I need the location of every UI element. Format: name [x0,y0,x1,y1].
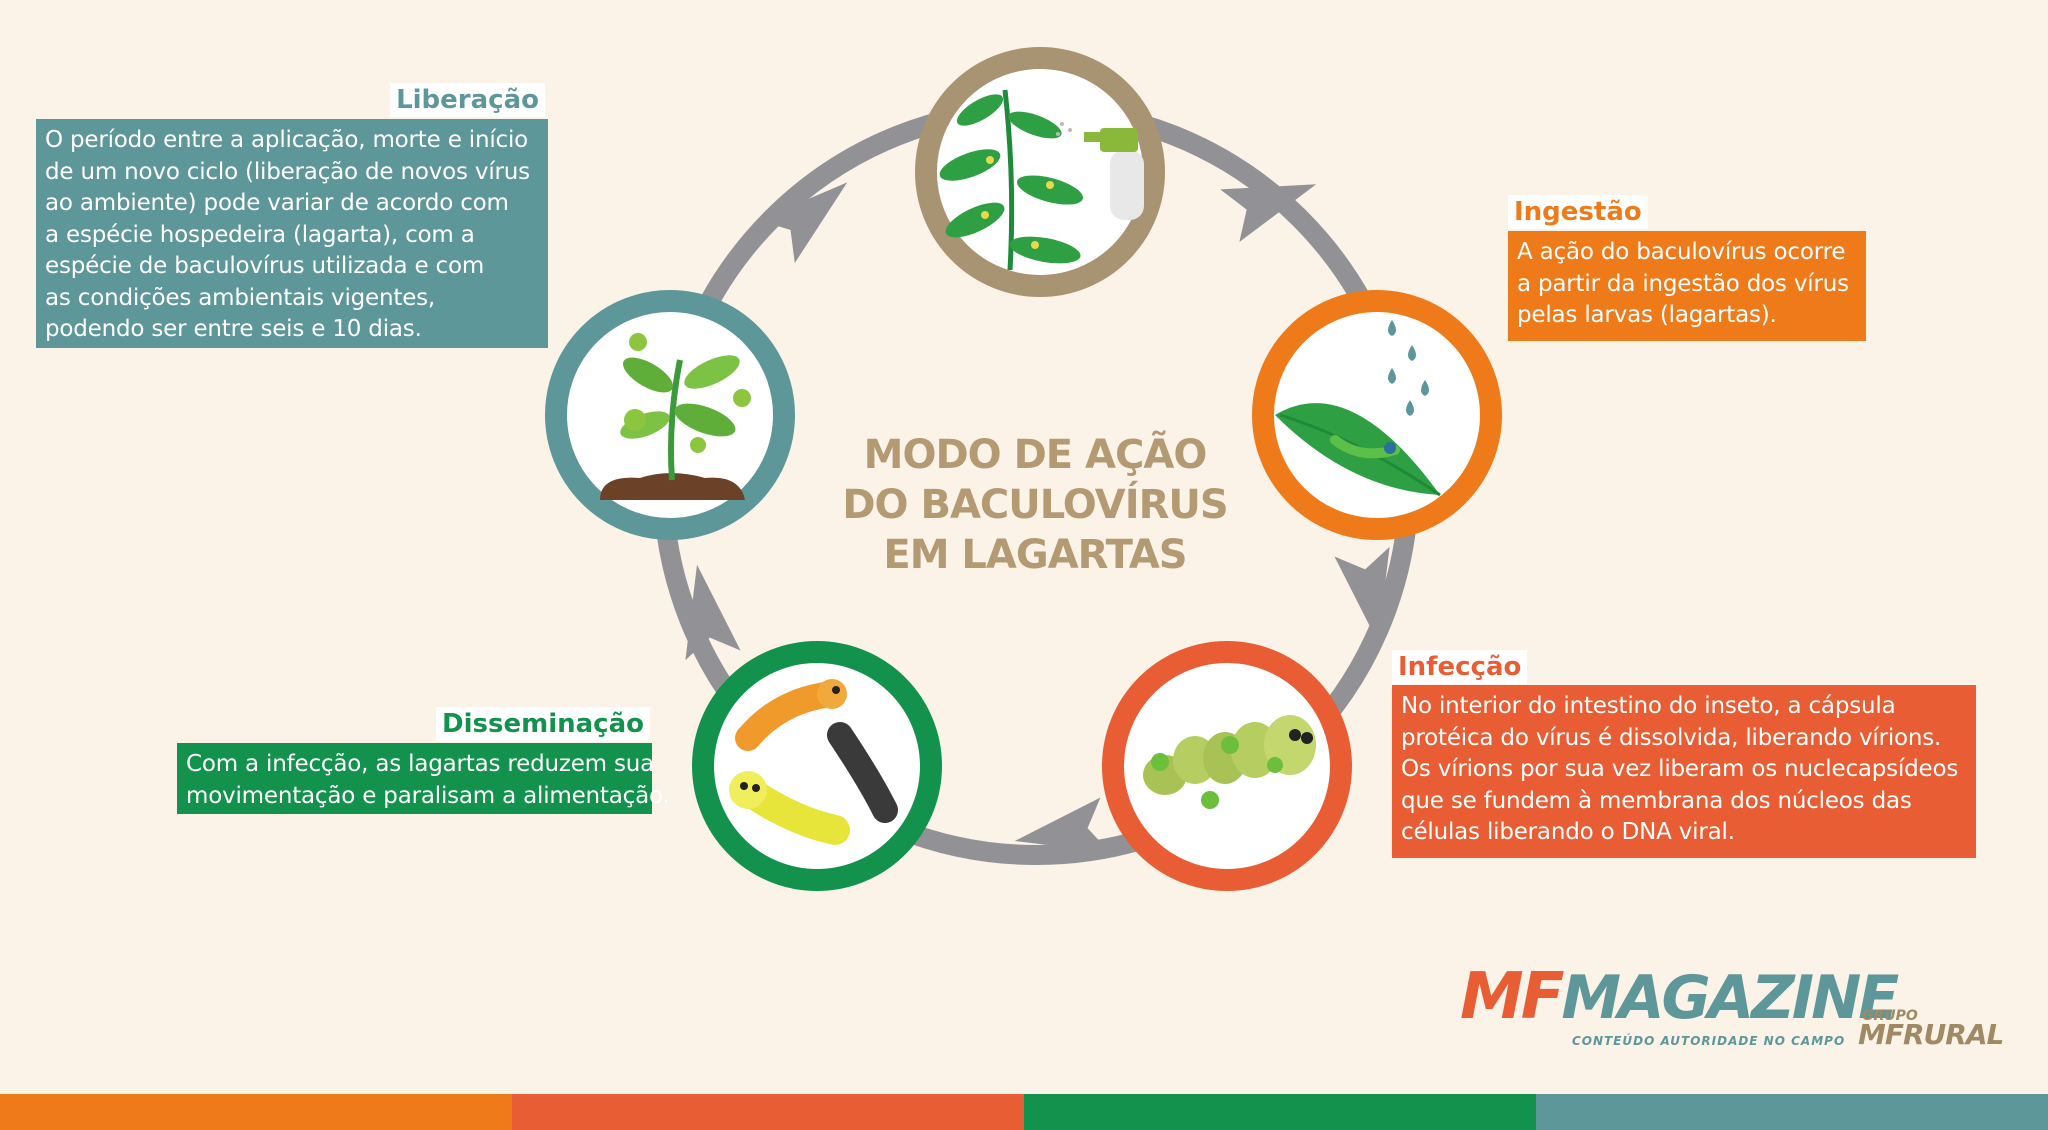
arrow-left [685,564,741,661]
infeccao-heading: Infecção [1392,650,1528,684]
caterpillars-icon [692,641,942,891]
liberacao-line: O período entre a aplicação, morte e iní… [45,127,529,153]
infeccao-line: Os vírions por sua vez liberam os nuclec… [1401,756,1959,782]
title-line-3: EM LAGARTAS [883,532,1187,578]
footer-bar-green [1024,1094,1536,1130]
seedling-virus-icon [545,290,795,540]
ingestao-description: A ação do baculovírus ocorre a partir da… [1508,231,1866,341]
title-line-1: MODO DE AÇÃO [863,432,1208,478]
liberacao-description: O período entre a aplicação, morte e iní… [36,119,548,348]
arrow-right [1334,546,1390,643]
ingestao-line: pelas larvas (lagartas). [1517,302,1777,328]
footer-bar-teal [1536,1094,2048,1130]
liberacao-line: a espécie hospedeira (lagarta), com a [45,221,475,248]
footer-bar-red [512,1094,1024,1130]
liberacao-line: as condições ambientais vigentes, [45,284,436,311]
group-label: GRUPO [1862,1008,1918,1024]
infeccao-line: No interior do intestino do inseto, a cá… [1401,693,1896,719]
infeccao-description: No interior do intestino do inseto, a cá… [1392,685,1976,858]
ingestao-heading: Ingestão [1508,195,1648,229]
footer-bar-orange [0,1094,512,1130]
leaf-caterpillar-drops-icon [1252,290,1502,540]
arrow-top-right [1220,184,1317,243]
logo-mf: MF [1460,960,1564,1034]
group-mfrural-logo: MFRURAL [1858,1018,2004,1051]
ingestao-line: a partir da ingestão dos vírus [1517,270,1849,297]
arrow-bottom [1014,797,1111,853]
liberacao-line: podendo ser entre seis e 10 dias. [45,316,422,342]
infeccao-line: células liberando o DNA viral. [1401,819,1735,845]
liberacao-line: ao ambiente) pode variar de acordo com [45,190,509,216]
disseminacao-line: movimentação e paralisam a alimentação. [186,782,670,809]
diagram-title: MODO DE AÇÃO DO BACULOVÍRUS EM LAGARTAS [790,430,1280,580]
logo-magazine: MAGAZINE [1561,963,1899,1033]
arrow-top-left [758,182,848,264]
infected-caterpillar-icon [1102,641,1352,891]
logo-tagline: CONTEÚDO AUTORIDADE NO CAMPO [1572,1034,1846,1048]
title-line-2: DO BACULOVÍRUS [842,482,1228,528]
infeccao-line: protéica do vírus é dissolvida, liberand… [1401,724,1942,751]
disseminacao-heading: Disseminação [436,707,650,741]
liberacao-line: de um novo ciclo (liberação de novos vír… [45,158,530,185]
ingestao-line: A ação do baculovírus ocorre [1517,239,1846,265]
disseminacao-line: Com a infecção, as lagartas reduzem sua [186,751,655,777]
infeccao-line: que se fundem à membrana dos núcleos das [1401,787,1912,814]
liberacao-heading: Liberação [390,83,545,117]
mf-magazine-logo: MFMAGAZINE [1460,960,1899,1034]
liberacao-line: espécie de baculovírus utilizada e com [45,253,485,279]
plant-spray-icon [915,47,1165,297]
disseminacao-description: Com a infecção, as lagartas reduzem sua … [177,743,670,814]
